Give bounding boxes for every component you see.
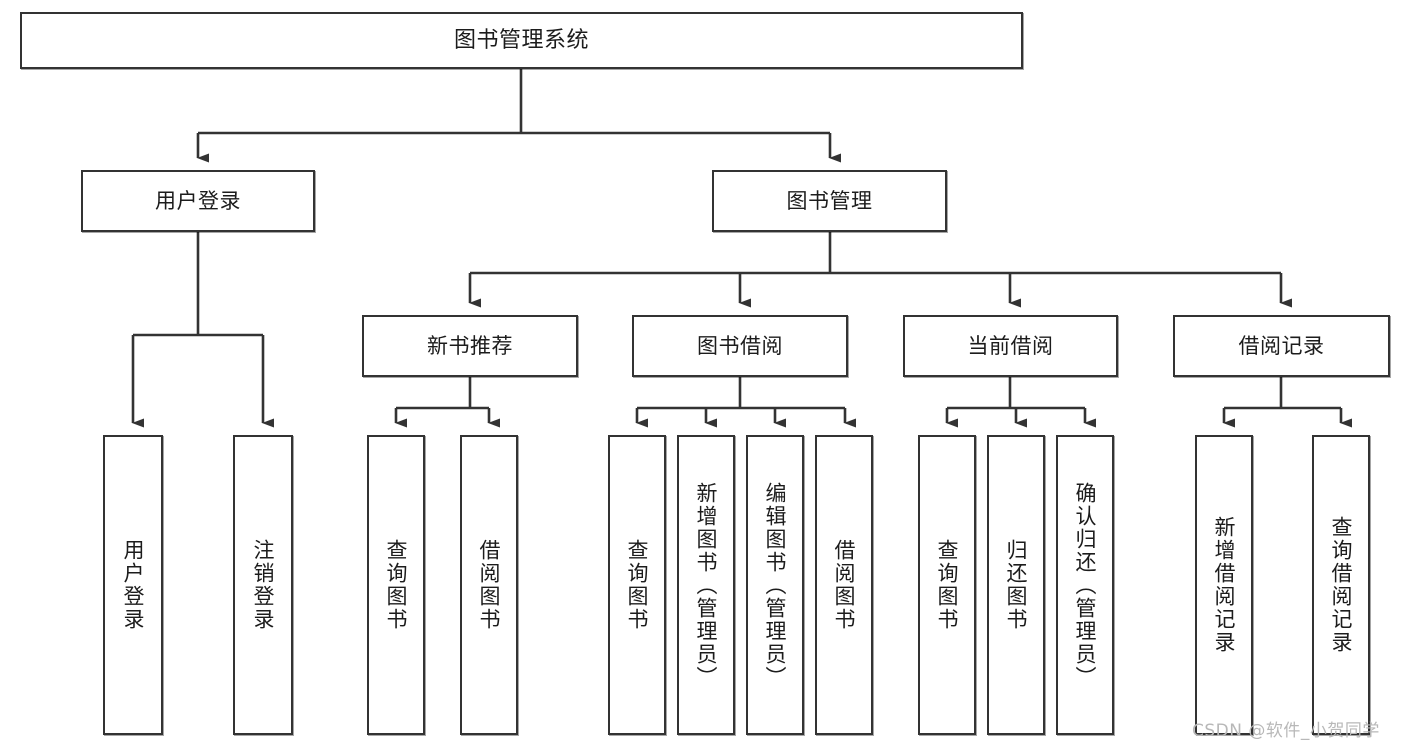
node-user-login[interactable]: 用户登录 xyxy=(81,170,315,232)
watermark: CSDN @软件_小贺同学 xyxy=(1192,721,1380,741)
node-borrow-record-label: 借阅记录 xyxy=(1238,333,1325,358)
node-book-manage[interactable]: 图书管理 xyxy=(712,170,947,232)
node-leaf-user-logout-label: 注销登录 xyxy=(251,539,276,631)
node-borrow-record[interactable]: 借阅记录 xyxy=(1173,315,1390,377)
node-leaf-return-book-label: 归还图书 xyxy=(1004,539,1029,631)
node-current-borrow[interactable]: 当前借阅 xyxy=(903,315,1118,377)
node-leaf-return-book[interactable]: 归还图书 xyxy=(987,435,1045,735)
node-user-login-label: 用户登录 xyxy=(155,188,241,213)
node-current-borrow-label: 当前借阅 xyxy=(967,333,1054,358)
node-leaf-add-book-label: 新增图书（管理员） xyxy=(694,481,719,689)
node-leaf-confirm-return-label: 确认归还（管理员） xyxy=(1073,481,1098,689)
node-leaf-query-book-3-label: 查询图书 xyxy=(935,539,960,631)
node-leaf-edit-book-label: 编辑图书（管理员） xyxy=(763,481,788,689)
node-leaf-confirm-return[interactable]: 确认归还（管理员） xyxy=(1056,435,1114,735)
node-leaf-query-book-2[interactable]: 查询图书 xyxy=(608,435,666,735)
node-leaf-query-record[interactable]: 查询借阅记录 xyxy=(1312,435,1370,735)
node-leaf-query-book-1-label: 查询图书 xyxy=(384,539,409,631)
node-root[interactable]: 图书管理系统 xyxy=(20,12,1023,69)
node-new-book-recommend-label: 新书推荐 xyxy=(427,333,513,358)
node-leaf-user-logout[interactable]: 注销登录 xyxy=(233,435,293,735)
node-leaf-add-record-label: 新增借阅记录 xyxy=(1212,516,1237,654)
node-book-borrow[interactable]: 图书借阅 xyxy=(632,315,848,377)
node-leaf-query-book-3[interactable]: 查询图书 xyxy=(918,435,976,735)
node-leaf-borrow-book-1[interactable]: 借阅图书 xyxy=(460,435,518,735)
node-leaf-borrow-book-1-label: 借阅图书 xyxy=(477,539,502,631)
node-leaf-user-login[interactable]: 用户登录 xyxy=(103,435,163,735)
node-new-book-recommend[interactable]: 新书推荐 xyxy=(362,315,578,377)
node-leaf-borrow-book-2-label: 借阅图书 xyxy=(832,539,857,631)
node-leaf-edit-book[interactable]: 编辑图书（管理员） xyxy=(746,435,804,735)
node-leaf-add-book[interactable]: 新增图书（管理员） xyxy=(677,435,735,735)
node-book-manage-label: 图书管理 xyxy=(786,188,873,213)
node-book-borrow-label: 图书借阅 xyxy=(697,333,783,358)
node-leaf-query-book-1[interactable]: 查询图书 xyxy=(367,435,425,735)
node-leaf-add-record[interactable]: 新增借阅记录 xyxy=(1195,435,1253,735)
node-leaf-query-book-2-label: 查询图书 xyxy=(625,539,650,631)
node-leaf-query-record-label: 查询借阅记录 xyxy=(1329,516,1354,654)
node-leaf-borrow-book-2[interactable]: 借阅图书 xyxy=(815,435,873,735)
node-root-label: 图书管理系统 xyxy=(453,27,589,53)
node-leaf-user-login-label: 用户登录 xyxy=(121,539,146,631)
